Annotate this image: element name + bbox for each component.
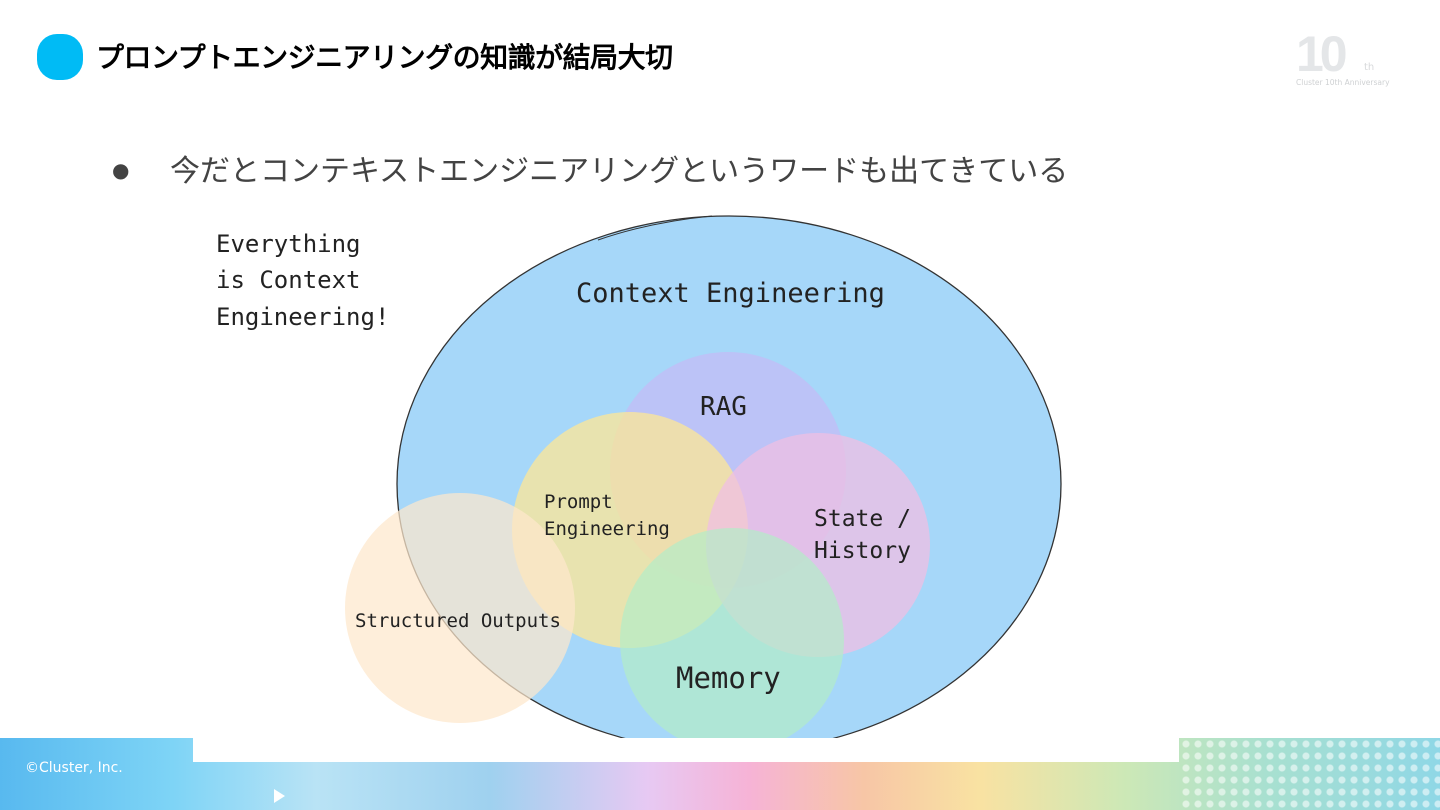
- prompt-label-line-2: Engineering: [544, 518, 670, 540]
- rag-label: RAG: [700, 392, 747, 422]
- side-note-line-1: Everything: [216, 230, 361, 258]
- state-label-line-2: History: [814, 538, 911, 564]
- anniversary-logo: 10 th Cluster 10th Anniversary: [1292, 26, 1418, 92]
- memory-circle: [620, 528, 844, 752]
- play-icon: [274, 789, 285, 803]
- state-label-line-1: State /: [814, 506, 911, 532]
- bullet-point: ● 今だとコンテキストエンジニアリングというワードも出てきている: [112, 150, 1068, 192]
- slide-title: プロンプトエンジニアリングの知識が結局大切: [96, 41, 673, 74]
- copyright-text: ©Cluster, Inc.: [25, 760, 123, 776]
- sketch-stroke: [597, 215, 713, 241]
- prompt-label-line-1: Prompt: [544, 491, 613, 513]
- logo-caption: Cluster 10th Anniversary: [1296, 78, 1390, 87]
- footer-white-band: [193, 738, 1179, 762]
- memory-label: Memory: [676, 661, 781, 695]
- logo-suffix: th: [1364, 62, 1375, 73]
- title-bullet-dot: [37, 34, 83, 80]
- structured-outputs-circle: [345, 493, 575, 723]
- bullet-text: 今だとコンテキストエンジニアリングというワードも出てきている: [170, 154, 1069, 189]
- structured-outputs-label: Structured Outputs: [355, 610, 561, 632]
- side-note-line-2: is Context: [216, 266, 361, 294]
- logo-number: 10: [1296, 26, 1348, 82]
- side-note-line-3: Engineering!: [216, 303, 389, 331]
- footer-dot-pattern: [1180, 738, 1440, 810]
- outer-circle-label: Context Engineering: [576, 278, 885, 309]
- bullet-mark: ●: [112, 158, 130, 182]
